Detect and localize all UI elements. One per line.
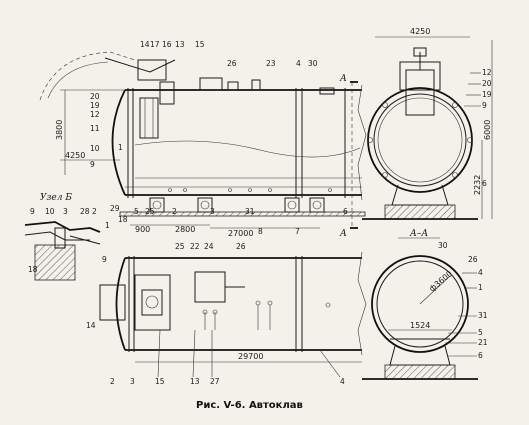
dim-27000: 27000 [228,229,253,238]
plan-callout-22: 22 [190,242,200,251]
sec-callout-4: 4 [478,268,483,277]
callout-8: 8 [258,227,263,236]
plan-callout-24: 24 [204,242,214,251]
callout-25: 25 [145,207,155,216]
callout-20: 20 [90,92,100,101]
end-callout-20: 20 [482,79,492,88]
end-callout-6: 6 [482,179,487,188]
lid-arm [104,57,176,73]
callout-26: 26 [227,59,237,68]
detail-b: Узел Б 9 10 3 28 2 18 1 [24,193,110,281]
plan-callout-2: 2 [110,377,115,386]
callout-9: 9 [90,160,95,169]
side-view: А А 3800 4250 900 2800 27000 14 17 16 13… [39,40,367,239]
end-view: 4250 6000 2232 12 20 19 9 6 [362,27,493,220]
callout-10: 10 [90,144,100,153]
callout-5: 5 [134,207,139,216]
section-aa-label: А–А [409,229,428,239]
callout-12: 12 [90,110,100,119]
callout-29: 29 [110,204,120,213]
detail-callout-10: 10 [45,207,55,216]
callout-6: 6 [343,207,348,216]
section-a-a: А–А 1524 ф3600 30 26 4 1 31 5 21 6 [362,229,488,380]
end-shell-inner [373,93,467,187]
sec-callout-31: 31 [478,311,488,320]
callout-7: 7 [295,227,300,236]
dim-end-height: 6000 [483,120,492,140]
callout-30: 30 [308,59,318,68]
callout-23: 23 [266,59,276,68]
end-callout-12: 12 [482,68,492,77]
figure-caption: Рис. V-6. Автоклав [196,400,303,411]
callout-16: 16 [162,40,172,49]
cut-mark-a-top: А [339,74,347,84]
plan-callout-26: 26 [236,242,246,251]
callout-14: 14 [140,40,150,49]
sec-callout-5: 5 [478,328,483,337]
detail-callout-2: 2 [92,207,97,216]
dim-2800: 2800 [175,225,195,234]
detail-callout-3: 3 [63,207,68,216]
dim-end-width: 4250 [410,27,430,36]
detail-callout-28: 28 [80,207,90,216]
plan-callout-27: 27 [210,377,220,386]
sec-callout-6: 6 [478,351,483,360]
plan-callout-25: 25 [175,242,185,251]
end-callout-9: 9 [482,101,487,110]
dim-900: 900 [135,225,150,234]
callout-3: 3 [210,207,215,216]
dim-29700: 29700 [238,352,263,361]
callout-4: 4 [296,59,301,68]
sec-callout-1: 1 [478,283,483,292]
lid-swing-arc [39,51,136,101]
sec-callout-26: 26 [468,255,478,264]
callout-15: 15 [195,40,205,49]
plan-callout-14: 14 [86,321,96,330]
dim-diameter: ф3600 [428,269,455,293]
sec-callout-30: 30 [438,241,448,250]
end-shell-outer [367,87,473,193]
detail-callout-18: 18 [28,265,38,274]
detail-b-label: Узел Б [40,193,72,203]
front-head [111,89,126,196]
dim-width-left: 4250 [65,151,85,160]
callout-13: 13 [175,40,185,49]
callout-2: 2 [172,207,177,216]
plan-callout-4: 4 [340,377,345,386]
callout-17: 17 [150,40,160,49]
callout-1: 1 [118,143,123,152]
callout-19: 19 [90,101,100,110]
detail-callout-1: 1 [105,221,110,230]
callout-31: 31 [245,207,255,216]
detail-callout-9: 9 [30,207,35,216]
plan-callout-15: 15 [155,377,165,386]
dim-base-1524: 1524 [410,321,430,330]
end-callout-19: 19 [482,90,492,99]
plan-callout-3: 3 [130,377,135,386]
plan-callout-13: 13 [190,377,200,386]
section-shell-outer [371,255,469,353]
callout-18: 18 [118,215,128,224]
plan-view: 29700 25 22 24 26 9 14 15 13 27 4 3 2 [86,242,367,386]
callout-11: 11 [90,124,100,133]
sec-callout-21: 21 [478,338,488,347]
dim-height-side: 3800 [55,120,64,140]
plan-callout-9: 9 [102,255,107,264]
dim-end-height2: 2232 [473,175,482,195]
cut-mark-a-bottom: А [339,229,347,239]
